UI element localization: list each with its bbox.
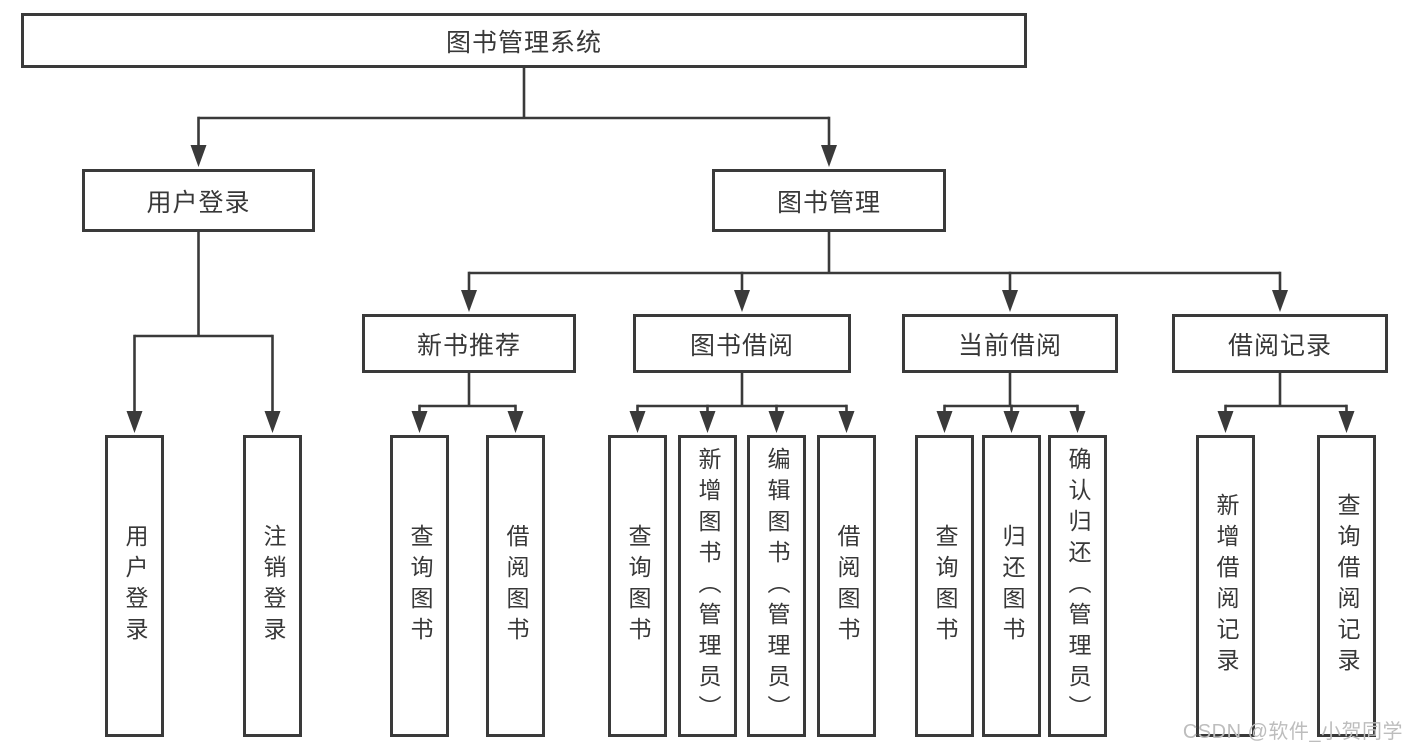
node-library-management-system: 图书管理系统	[21, 13, 1027, 68]
node-label: 新增图书（管理员）	[695, 446, 721, 726]
node-leaf-query-books-1: 查询图书	[390, 435, 449, 737]
node-current-borrowing: 当前借阅	[902, 314, 1118, 373]
node-new-book-recommendation: 新书推荐	[362, 314, 576, 373]
node-book-borrowing: 图书借阅	[633, 314, 851, 373]
node-leaf-add-book-admin: 新增图书（管理员）	[678, 435, 737, 737]
node-label: 新增借阅记录	[1213, 493, 1239, 679]
node-user-login: 用户登录	[82, 169, 315, 232]
node-leaf-confirm-return-admin: 确认归还（管理员）	[1048, 435, 1107, 737]
node-leaf-borrow-books-1: 借阅图书	[486, 435, 545, 737]
node-leaf-add-borrow-record: 新增借阅记录	[1196, 435, 1255, 737]
node-label: 图书管理系统	[445, 28, 602, 57]
node-label: 查询图书	[932, 524, 958, 648]
watermark: CSDN @软件_小贺同学	[1182, 721, 1403, 743]
node-leaf-edit-book-admin: 编辑图书（管理员）	[747, 435, 806, 737]
node-label: 用户登录	[146, 188, 251, 217]
node-leaf-return-books: 归还图书	[982, 435, 1041, 737]
node-label: 查询借阅记录	[1334, 493, 1360, 679]
node-leaf-logout: 注销登录	[243, 435, 302, 737]
node-label: 确认归还（管理员）	[1065, 446, 1091, 726]
node-label: 归还图书	[999, 524, 1025, 648]
node-label: 注销登录	[260, 524, 286, 648]
node-label: 当前借阅	[957, 331, 1062, 360]
node-label: 图书管理	[776, 188, 881, 217]
node-label: 新书推荐	[416, 331, 521, 360]
node-label: 图书借阅	[689, 331, 794, 360]
node-borrowing-records: 借阅记录	[1172, 314, 1388, 373]
node-leaf-borrow-books-2: 借阅图书	[817, 435, 876, 737]
node-book-management: 图书管理	[712, 169, 946, 232]
node-label: 借阅记录	[1227, 331, 1332, 360]
node-leaf-user-login: 用户登录	[105, 435, 164, 737]
node-leaf-query-books-3: 查询图书	[915, 435, 974, 737]
node-label: 查询图书	[625, 524, 651, 648]
node-label: 借阅图书	[503, 524, 529, 648]
node-label: 查询图书	[407, 524, 433, 648]
node-label: 用户登录	[122, 524, 148, 648]
node-label: 编辑图书（管理员）	[764, 446, 790, 726]
node-label: 借阅图书	[834, 524, 860, 648]
node-leaf-query-books-2: 查询图书	[608, 435, 667, 737]
node-leaf-query-borrow-record: 查询借阅记录	[1317, 435, 1376, 737]
